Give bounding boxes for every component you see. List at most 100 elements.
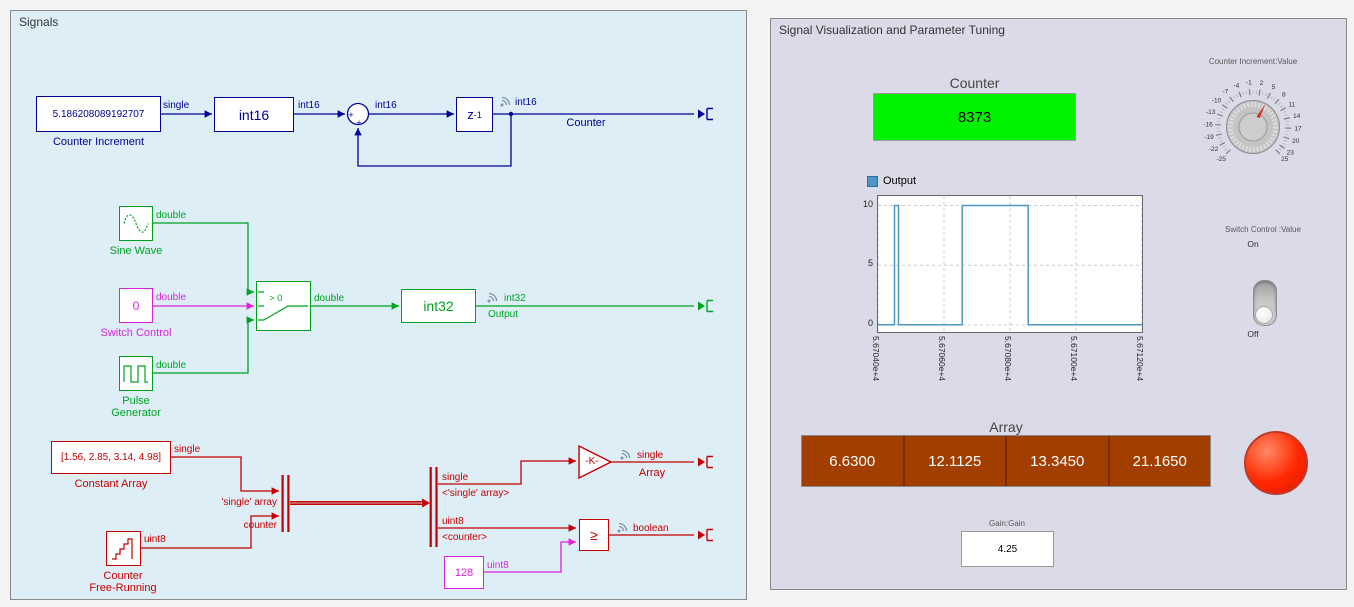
svg-text:20: 20 [1292, 138, 1300, 145]
constant-value: 128 [454, 566, 474, 579]
signal-wire[interactable] [484, 538, 576, 573]
signal-wire[interactable] [171, 456, 279, 495]
sine-icon [123, 214, 149, 233]
signal-label: uint8 [442, 516, 464, 527]
toggle-knob[interactable] [1255, 306, 1273, 324]
svg-text:-4: -4 [1234, 82, 1240, 89]
scope-legend: Output [867, 175, 916, 187]
svg-text:-19: -19 [1204, 134, 1214, 141]
svg-text:-7: -7 [1223, 89, 1229, 96]
block-text: ≥ [590, 527, 598, 543]
x-tick-label: 5.67080e+4 [1003, 336, 1013, 382]
unit-delay-block[interactable]: z-1 [456, 97, 493, 132]
signal-label: int32 [504, 293, 526, 304]
signal-label: double [156, 210, 187, 221]
svg-text:-16: -16 [1203, 121, 1213, 128]
constant-value: 5.186208089192707 [52, 108, 145, 120]
wireless-logging-icon[interactable] [499, 95, 513, 108]
signals-panel-title: Signals [19, 15, 59, 29]
bus-selector[interactable] [429, 467, 432, 547]
legend-label: Output [883, 175, 917, 187]
switch-control-constant-block[interactable]: 0 [119, 288, 153, 323]
counter-icon [111, 538, 133, 560]
array-cell: 13.3450 [1005, 436, 1108, 486]
bus-arrow [422, 498, 430, 508]
y-tick-label: 0 [867, 317, 873, 328]
toggle-label: Switch Control :Value [1225, 225, 1301, 234]
outport-output-icon[interactable] [694, 298, 714, 314]
gain-edit-field[interactable]: 4.25 [961, 531, 1054, 567]
counter-display-title: Counter [949, 75, 1000, 91]
bus-selector[interactable] [435, 467, 438, 547]
signal-wire[interactable] [141, 512, 279, 549]
int16-conversion-block[interactable]: int16 [214, 97, 294, 132]
signal-label: boolean [633, 523, 669, 534]
constant-value: [1.56, 2.85, 3.14, 4.98] [60, 452, 162, 463]
signal-label: uint8 [144, 534, 166, 545]
toggle-off-label: Off [1247, 329, 1259, 339]
block-label: Switch Control [100, 327, 172, 339]
sine-wave-block[interactable] [119, 206, 153, 241]
signal-label: single [637, 450, 664, 461]
constant-array-block[interactable]: [1.56, 2.85, 3.14, 4.98] [51, 441, 171, 474]
array-cell: 12.1125 [902, 436, 1006, 486]
y-tick-label: 10 [862, 198, 873, 209]
signal-label: single [163, 100, 190, 111]
svg-text:-13: -13 [1206, 109, 1216, 116]
y-tick-label: 5 [867, 258, 873, 269]
x-tick-label: 5.67040e+4 [871, 336, 881, 382]
svg-text:23: 23 [1287, 150, 1295, 157]
signal-name-label: Array [638, 467, 666, 479]
signal-name-label: <'single' array> [442, 488, 510, 499]
pulse-generator-block[interactable] [119, 356, 153, 391]
wireless-logging-icon[interactable] [619, 448, 633, 461]
signal-label: uint8 [487, 560, 509, 571]
gain-label: Gain:Gain [988, 519, 1026, 528]
outport-boolean-icon[interactable] [694, 527, 714, 543]
array-display: 6.6300 12.1125 13.3450 21.1650 [801, 435, 1211, 487]
signal-label: int16 [298, 100, 320, 111]
bus-creator[interactable] [281, 475, 284, 532]
array-cell: 21.1650 [1107, 436, 1211, 486]
int32-conversion-block[interactable]: int32 [401, 289, 476, 323]
constant-128-block[interactable]: 128 [444, 556, 484, 589]
signal-wire[interactable] [153, 222, 254, 296]
dashboard-panel: Signal Visualization and Parameter Tunin… [770, 18, 1347, 590]
svg-text:-25: -25 [1216, 156, 1226, 163]
switch-block[interactable]: > 0 [256, 281, 311, 331]
outport-array-icon[interactable] [694, 454, 714, 470]
block-text: int32 [423, 298, 454, 314]
bus-creator[interactable] [287, 475, 290, 532]
toggle-switch[interactable] [1253, 280, 1277, 326]
counter-free-running-block[interactable] [106, 531, 141, 566]
signal-wires: + + [141, 102, 694, 573]
block-label: Constant Array [74, 478, 148, 490]
wireless-logging-icon[interactable] [486, 291, 500, 304]
gain-label: -K- [585, 456, 599, 467]
counter-display-value: 8373 [957, 108, 992, 126]
signal-label: single [174, 444, 201, 455]
sum-sign: + [348, 110, 353, 120]
legend-swatch-icon [867, 175, 878, 187]
wireless-logging-icon[interactable] [616, 521, 630, 534]
svg-text:5: 5 [1272, 84, 1276, 91]
sum-block[interactable] [346, 102, 370, 126]
signal-label: int16 [375, 100, 397, 111]
signal-label: single [442, 472, 469, 483]
switch-icon [258, 291, 308, 321]
constant-counter-increment-block[interactable]: 5.186208089192707 [36, 96, 161, 132]
relational-operator-block[interactable]: ≥ [579, 519, 609, 551]
signal-name-label: Output [488, 309, 519, 320]
feedback-wire[interactable] [354, 114, 512, 167]
gain-block[interactable] [578, 444, 613, 480]
outport-counter-icon[interactable] [694, 106, 714, 122]
svg-text:11: 11 [1288, 101, 1295, 108]
array-cell: 6.6300 [829, 452, 876, 470]
signal-wire[interactable] [153, 316, 254, 374]
signal-label: int16 [515, 97, 537, 108]
svg-text:14: 14 [1293, 113, 1301, 120]
signal-wire[interactable] [438, 457, 576, 485]
